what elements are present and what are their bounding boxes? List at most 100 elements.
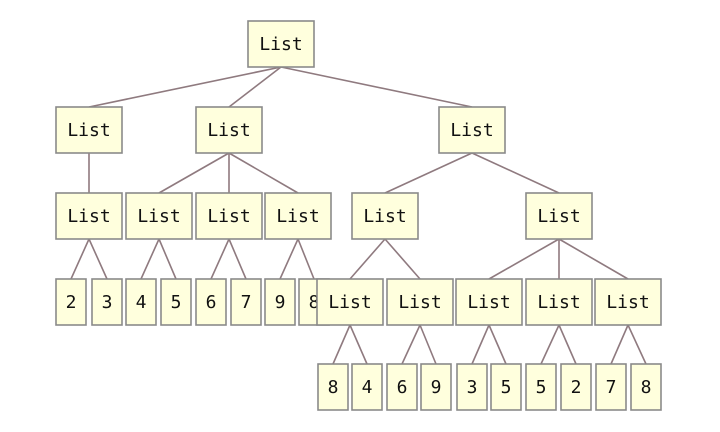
node-label: 9 xyxy=(275,292,286,313)
node-label: List xyxy=(537,292,580,313)
node-box xyxy=(125,192,193,240)
tree-edge xyxy=(158,238,177,280)
leaf-node: 5 xyxy=(160,278,192,326)
list-node: List xyxy=(455,278,523,326)
node-box xyxy=(525,363,557,411)
tree-edge xyxy=(384,152,473,194)
list-node: List xyxy=(195,106,263,154)
node-box xyxy=(420,363,452,411)
node-box xyxy=(264,278,296,326)
node-label: List xyxy=(276,206,319,227)
node-box xyxy=(195,192,263,240)
list-node: List xyxy=(386,278,454,326)
leaf-node: 3 xyxy=(456,363,488,411)
tree-edge xyxy=(210,238,230,280)
node-box xyxy=(55,192,123,240)
node-label: 6 xyxy=(206,292,217,313)
node-box xyxy=(91,278,123,326)
node-label: 8 xyxy=(309,292,320,313)
leaf-node: 4 xyxy=(125,278,157,326)
list-node: List xyxy=(247,20,315,68)
list-node: List xyxy=(525,278,593,326)
node-box xyxy=(230,278,262,326)
node-label: 3 xyxy=(102,292,113,313)
node-label: 7 xyxy=(606,377,617,398)
list-node: List xyxy=(594,278,662,326)
leaf-node: 9 xyxy=(420,363,452,411)
leaf-node: 7 xyxy=(595,363,627,411)
node-label: List xyxy=(67,120,110,141)
tree-edge xyxy=(471,152,560,194)
node-label: 5 xyxy=(501,377,512,398)
leaf-node: 2 xyxy=(560,363,592,411)
leaf-node: 8 xyxy=(630,363,662,411)
node-label: List xyxy=(207,206,250,227)
node-box xyxy=(456,363,488,411)
tree-edge xyxy=(70,238,90,280)
node-label: List xyxy=(363,206,406,227)
tree-edge xyxy=(140,238,160,280)
leaf-node: 7 xyxy=(230,278,262,326)
node-label: 2 xyxy=(66,292,77,313)
node-box xyxy=(594,278,662,326)
node-label: List xyxy=(207,120,250,141)
tree-edge xyxy=(488,238,560,280)
node-box xyxy=(247,20,315,68)
tree-edge xyxy=(88,238,108,280)
node-box xyxy=(351,192,419,240)
node-label: 5 xyxy=(171,292,182,313)
tree-edge xyxy=(280,66,473,108)
node-box xyxy=(195,106,263,154)
list-node: List xyxy=(438,106,506,154)
tree-edge xyxy=(558,324,577,365)
tree-edge xyxy=(419,324,437,365)
list-node: List xyxy=(55,106,123,154)
node-box xyxy=(438,106,506,154)
leaf-node: 6 xyxy=(195,278,227,326)
node-label: 3 xyxy=(467,377,478,398)
leaf-node: 3 xyxy=(91,278,123,326)
node-label: List xyxy=(398,292,441,313)
node-box xyxy=(525,192,593,240)
tree-edge xyxy=(279,238,299,280)
node-box xyxy=(386,363,418,411)
node-box xyxy=(55,106,123,154)
list-node: List xyxy=(264,192,332,240)
node-label: List xyxy=(67,206,110,227)
leaf-node: 2 xyxy=(55,278,87,326)
node-label: 7 xyxy=(241,292,252,313)
leaf-node: 5 xyxy=(490,363,522,411)
tree-edge xyxy=(228,238,247,280)
node-box xyxy=(525,278,593,326)
tree-edge xyxy=(332,324,351,365)
leaf-node: 6 xyxy=(386,363,418,411)
leaf-node: 5 xyxy=(525,363,557,411)
tree-edge xyxy=(558,238,629,280)
tree-edge xyxy=(610,324,629,365)
node-label: List xyxy=(450,120,493,141)
node-box xyxy=(455,278,523,326)
leaf-node: 8 xyxy=(317,363,349,411)
node-box xyxy=(55,278,87,326)
tree-edge xyxy=(627,324,647,365)
leaf-node: 4 xyxy=(351,363,383,411)
tree-edge xyxy=(158,152,230,194)
list-node: List xyxy=(525,192,593,240)
node-box xyxy=(595,363,627,411)
node-box xyxy=(386,278,454,326)
node-label: 9 xyxy=(431,377,442,398)
leaf-node: 9 xyxy=(264,278,296,326)
tree-edge xyxy=(228,152,299,194)
node-label: List xyxy=(137,206,180,227)
node-label: 4 xyxy=(362,377,373,398)
node-box xyxy=(195,278,227,326)
list-node: List xyxy=(195,192,263,240)
node-box xyxy=(316,278,384,326)
list-node: List xyxy=(316,278,384,326)
node-box xyxy=(560,363,592,411)
tree-edge xyxy=(384,238,421,280)
tree-edge xyxy=(297,238,315,280)
node-label: 8 xyxy=(328,377,339,398)
